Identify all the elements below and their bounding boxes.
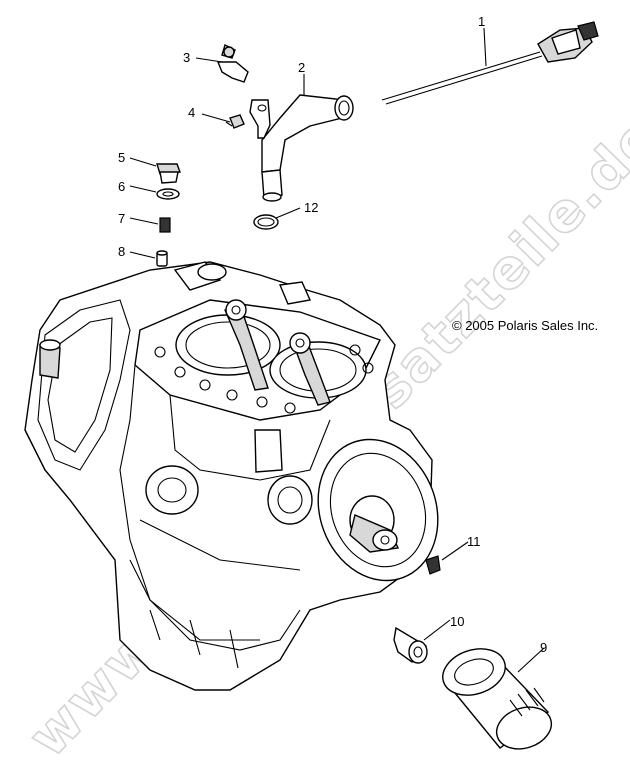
callout-11: 11 bbox=[467, 534, 481, 549]
engine-crankcase bbox=[24, 261, 439, 691]
callout-6: 6 bbox=[118, 179, 125, 194]
callout-10: 10 bbox=[450, 614, 464, 629]
oil-filter-part bbox=[442, 648, 553, 750]
drain-bolt-part bbox=[156, 163, 181, 184]
clip-part bbox=[216, 44, 249, 83]
sleeve-pin-part bbox=[156, 250, 168, 267]
callout-8: 8 bbox=[118, 244, 125, 259]
callout-5: 5 bbox=[118, 150, 125, 165]
washer-part bbox=[156, 188, 180, 200]
dipstick-part bbox=[381, 21, 599, 105]
callout-12: 12 bbox=[304, 200, 318, 215]
callout-3: 3 bbox=[183, 50, 190, 65]
filter-fitting-part bbox=[393, 626, 428, 664]
plug-part bbox=[425, 555, 441, 575]
callout-1: 1 bbox=[478, 14, 485, 29]
dowel-pin-part bbox=[159, 217, 171, 233]
callout-2: 2 bbox=[298, 60, 305, 75]
callout-9: 9 bbox=[540, 640, 547, 655]
callout-labels: 1 2 3 4 5 6 7 8 9 10 11 12 bbox=[118, 14, 547, 655]
callout-4: 4 bbox=[188, 105, 195, 120]
dipstick-tube-part bbox=[249, 94, 354, 202]
o-ring-part bbox=[253, 214, 279, 230]
screw-part bbox=[225, 114, 245, 129]
leader-lines bbox=[129, 27, 545, 673]
callout-7: 7 bbox=[118, 211, 125, 226]
copyright-notice: © 2005 Polaris Sales Inc. bbox=[452, 318, 598, 333]
